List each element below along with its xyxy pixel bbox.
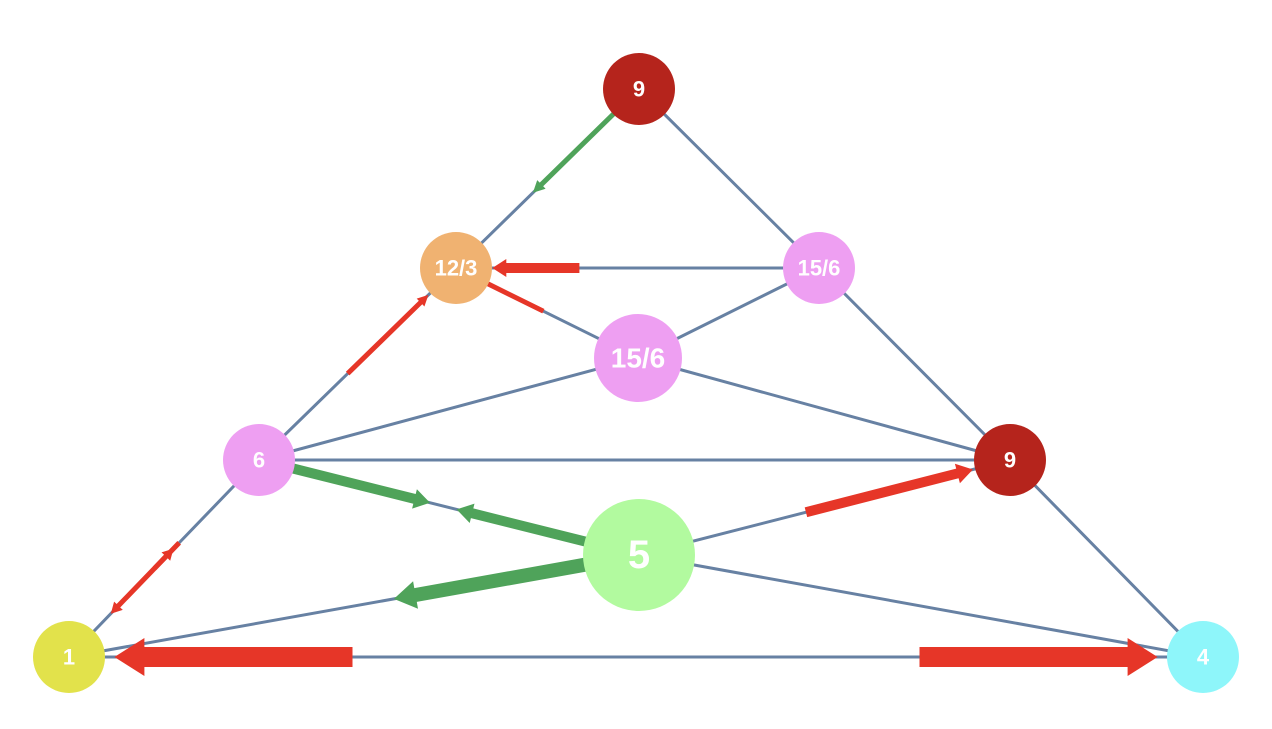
flow-arrow-mid-left-to-upper-left [345, 294, 429, 376]
flow-arrow-top-to-upper-left [532, 98, 630, 193]
flow-arrow-bottom-left-to-mid-left [152, 548, 174, 571]
flow-arrow-bottom-left-to-bottom-right [919, 638, 1158, 676]
node-label-center: 15/6 [611, 343, 666, 374]
nodes-layer: 9 12/3 15/6 15/6 6 9 5 1 4 [33, 53, 1239, 693]
node-label-upper-left: 12/3 [435, 256, 478, 281]
node-label-top: 9 [633, 77, 645, 102]
flow-arrow-lower-center-to-mid-right [804, 463, 973, 518]
edge-top-upper-right [637, 87, 821, 270]
node-label-bottom-right: 4 [1197, 645, 1210, 670]
edge-center-mid-left [257, 356, 640, 462]
flow-arrows-layer [110, 98, 1158, 676]
node-mid-right: 9 [974, 424, 1046, 496]
node-label-bottom-left: 1 [63, 645, 75, 670]
node-upper-left: 12/3 [420, 232, 492, 304]
node-center: 15/6 [594, 314, 682, 402]
flow-arrow-lower-center-to-bottom-left [393, 556, 595, 609]
node-label-lower-center: 5 [628, 533, 650, 577]
node-top: 9 [603, 53, 675, 125]
flow-arrow-bottom-right-to-bottom-left [114, 638, 353, 676]
node-label-mid-right: 9 [1004, 448, 1016, 473]
flow-arrow-upper-right-to-upper-left [492, 259, 580, 277]
flow-arrow-lower-center-to-mid-left [456, 503, 610, 553]
node-lower-center: 5 [583, 499, 695, 611]
node-circle-lower-center [583, 499, 695, 611]
node-label-mid-left: 6 [253, 448, 265, 473]
edge-lower-center-bottom-right [637, 553, 1205, 659]
node-upper-right: 15/6 [783, 232, 855, 304]
node-label-upper-right: 15/6 [798, 256, 841, 281]
node-bottom-right: 4 [1167, 621, 1239, 693]
node-bottom-left: 1 [33, 621, 105, 693]
node-circle-mid-right [974, 424, 1046, 496]
edge-mid-right-bottom-right [1008, 458, 1205, 659]
node-circle-bottom-left [33, 621, 105, 693]
flow-arrow-center-to-upper-left [477, 278, 545, 314]
node-circle-upper-right [783, 232, 855, 304]
edge-center-mid-right [636, 356, 1012, 462]
node-circle-bottom-right [1167, 621, 1239, 693]
flow-arrow-mid-left-to-lower-center [280, 460, 430, 509]
edge-upper-right-mid-right [817, 266, 1012, 462]
node-circle-center [594, 314, 682, 402]
node-circle-upper-left [420, 232, 492, 304]
node-circle-top [603, 53, 675, 125]
node-mid-left: 6 [223, 424, 295, 496]
node-circle-mid-left [223, 424, 295, 496]
